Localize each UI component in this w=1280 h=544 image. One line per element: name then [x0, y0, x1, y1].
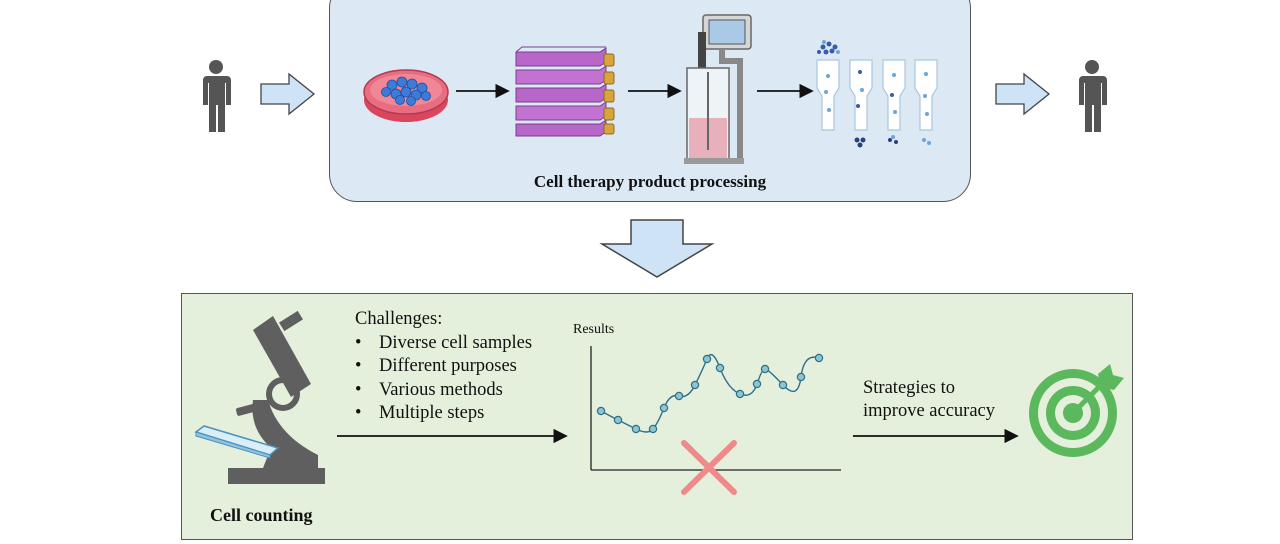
person-icon — [1079, 60, 1107, 132]
bioreactor-icon — [684, 14, 752, 164]
flow-arrow-out — [995, 72, 1051, 116]
culture-flasks-icon — [515, 46, 615, 137]
down-arrow — [599, 219, 715, 278]
microscope-icon — [228, 310, 325, 484]
results-line — [596, 353, 824, 434]
results-axes — [590, 346, 841, 471]
petri-dish-icon — [363, 69, 449, 122]
challenges-list: Challenges: Diverse cell samples Differe… — [355, 308, 532, 426]
challenge-item: Different purposes — [355, 355, 532, 379]
strategies-line-2: improve accuracy — [863, 401, 995, 421]
person-icon — [203, 60, 231, 132]
target-icon — [1029, 364, 1124, 457]
challenges-title: Challenges: — [355, 309, 443, 329]
strategies-text: Strategies to improve accuracy — [863, 377, 995, 423]
process-title: Cell therapy product processing — [533, 172, 767, 191]
challenge-item: Multiple steps — [355, 402, 532, 426]
challenge-item: Diverse cell samples — [355, 332, 532, 356]
challenge-item: Various methods — [355, 379, 532, 403]
slide-icon — [194, 425, 280, 459]
cell-counting-label: Cell counting — [210, 505, 313, 525]
flow-arrow-in — [260, 72, 316, 116]
results-label: Results — [573, 322, 615, 337]
counting-panel — [181, 293, 1133, 540]
separation-columns-icon — [816, 40, 938, 148]
cross-icon — [681, 440, 737, 495]
strategies-line-1: Strategies to — [863, 378, 955, 398]
